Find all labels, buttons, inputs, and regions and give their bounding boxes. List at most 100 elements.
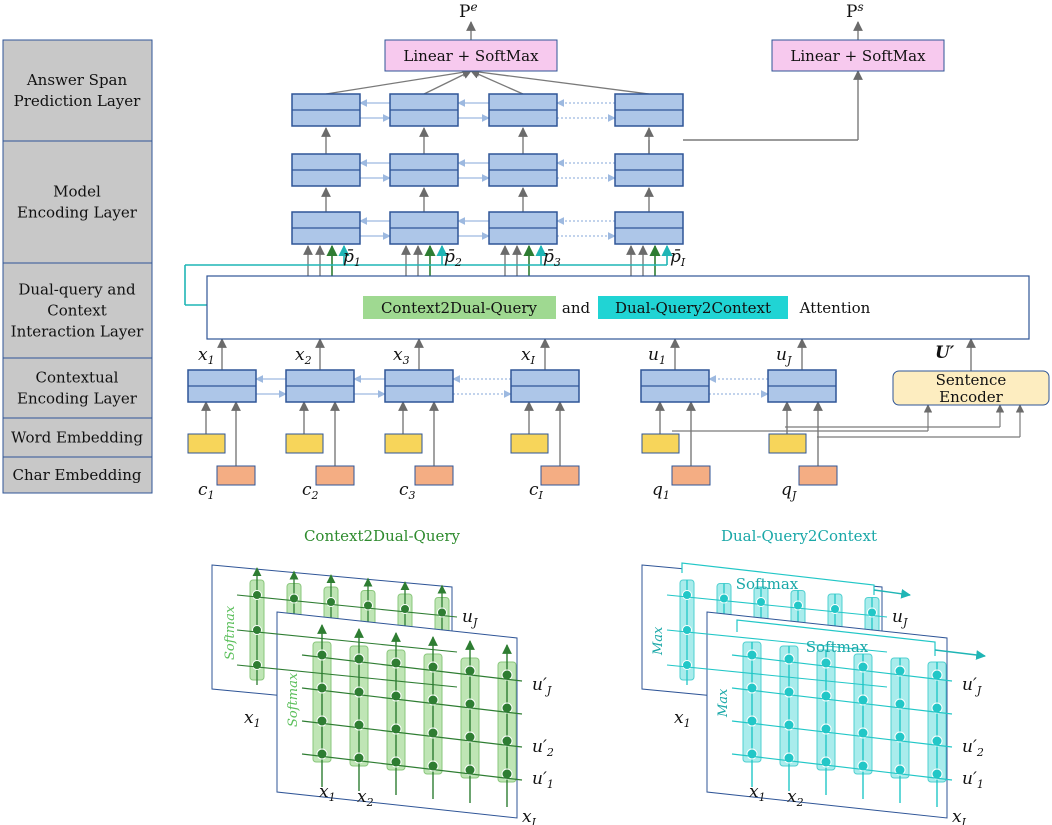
layer-label-text: Prediction Layer — [14, 92, 141, 110]
attention-label: Attention — [799, 299, 871, 317]
front-node — [316, 649, 328, 661]
back-u-label: uJ — [462, 607, 478, 629]
layer-label-text: Context — [47, 302, 107, 320]
word-embedding-0 — [187, 433, 226, 454]
front-node — [464, 731, 476, 743]
front-node — [501, 669, 513, 681]
front-node — [931, 702, 943, 714]
back-row-line — [666, 664, 888, 688]
front-x-label-1: x2 — [357, 787, 374, 809]
softmax-label-end: Linear + SoftMax — [403, 47, 539, 65]
front-node — [464, 764, 476, 776]
layer-label-char-embedding — [2, 456, 153, 494]
front-node — [894, 764, 906, 776]
back-row-line — [236, 629, 458, 653]
layer-label-text: Answer Span — [26, 71, 128, 89]
u-prime-label: U′ — [935, 343, 955, 363]
back-node — [682, 590, 692, 600]
front-node — [501, 702, 513, 714]
sentence-encoder-line2: Encoder — [939, 388, 1004, 406]
back-row-line — [666, 594, 888, 618]
front-x-label-2: xI — [952, 807, 967, 825]
front-node — [931, 735, 943, 747]
back-node — [252, 625, 262, 635]
sentence-encoder-box — [892, 370, 1050, 406]
output-start-label: Ps — [846, 0, 864, 22]
layer-label-text: Dual-query and — [18, 281, 136, 299]
front-node — [427, 661, 439, 673]
front-row-line — [731, 654, 953, 682]
back-row-line — [236, 594, 458, 618]
front-node — [316, 682, 328, 694]
q2c-label: Dual-Query2Context — [615, 299, 771, 317]
front-node — [501, 735, 513, 747]
c-label-2: c2 — [302, 480, 319, 502]
back-node — [252, 660, 262, 670]
front-node — [746, 682, 758, 694]
embeddings — [187, 433, 838, 486]
q-label-1: q1 — [652, 480, 670, 502]
front-node — [464, 665, 476, 677]
q-label-2: qJ — [781, 480, 797, 502]
p-bar-label-1: p̄1 — [343, 247, 361, 269]
subfig-left-title: Context2Dual-Query — [304, 527, 461, 545]
char-embedding-3 — [540, 465, 580, 486]
softmax-box-end — [384, 39, 558, 72]
softmax-arrow-back — [873, 588, 911, 599]
front-node — [746, 748, 758, 760]
front-row-line — [301, 753, 523, 781]
back-node — [289, 593, 299, 604]
front-node — [746, 649, 758, 661]
front-node — [857, 760, 869, 772]
char-embedding-4 — [671, 465, 711, 486]
p-bar-label-2: p̄2 — [444, 247, 462, 269]
front-node — [931, 669, 943, 681]
front-node — [427, 694, 439, 706]
layer-label-text: Word Embedding — [11, 429, 143, 447]
c-label-1: c1 — [198, 480, 215, 502]
word-embedding-2 — [384, 433, 423, 454]
layer-label-word-embedding — [2, 417, 153, 458]
char-embedding-5 — [798, 465, 838, 486]
max-label-front: Max — [716, 688, 731, 718]
layer-label-answer-span — [2, 39, 153, 142]
x-label-1: x1 — [198, 345, 215, 367]
front-node — [931, 768, 943, 780]
layer-label-text: Model — [53, 183, 101, 201]
front-node — [464, 698, 476, 710]
front-row-line — [301, 654, 523, 682]
word-embedding-5 — [768, 433, 807, 454]
char-embedding-1 — [315, 465, 355, 486]
p-bar-label-4: p̄I — [670, 247, 686, 269]
back-node — [682, 660, 692, 670]
c2q-highlight — [363, 296, 556, 319]
softmax-box-start — [771, 39, 945, 72]
front-node — [746, 715, 758, 727]
back-row-line — [666, 629, 888, 653]
x-label-3: x3 — [393, 345, 410, 367]
c2q-label: Context2Dual-Query — [381, 299, 538, 317]
front-u-label-0: u′J — [962, 675, 982, 697]
front-x-label-0: x1 — [749, 782, 766, 804]
front-node — [501, 768, 513, 780]
layer-label-text: Char Embedding — [13, 466, 142, 484]
back-x-label: x1 — [674, 708, 691, 730]
front-u-label-2: u′1 — [532, 769, 554, 791]
c-label-3: c3 — [399, 480, 416, 502]
output-start-group: Linear + SoftMax Ps — [771, 0, 945, 72]
front-u-label-2: u′1 — [962, 769, 984, 791]
char-embedding-2 — [414, 465, 454, 486]
front-node — [316, 715, 328, 727]
front-row-line — [731, 753, 953, 781]
front-row-line — [301, 687, 523, 715]
front-x-label-0: x1 — [319, 782, 336, 804]
subfig-right-title: Dual-Query2Context — [721, 527, 877, 545]
front-x-label-1: x2 — [787, 787, 804, 809]
u-label-2: uJ — [776, 345, 792, 367]
front-row-line — [301, 720, 523, 748]
layer-label-model-encoding — [2, 140, 153, 264]
